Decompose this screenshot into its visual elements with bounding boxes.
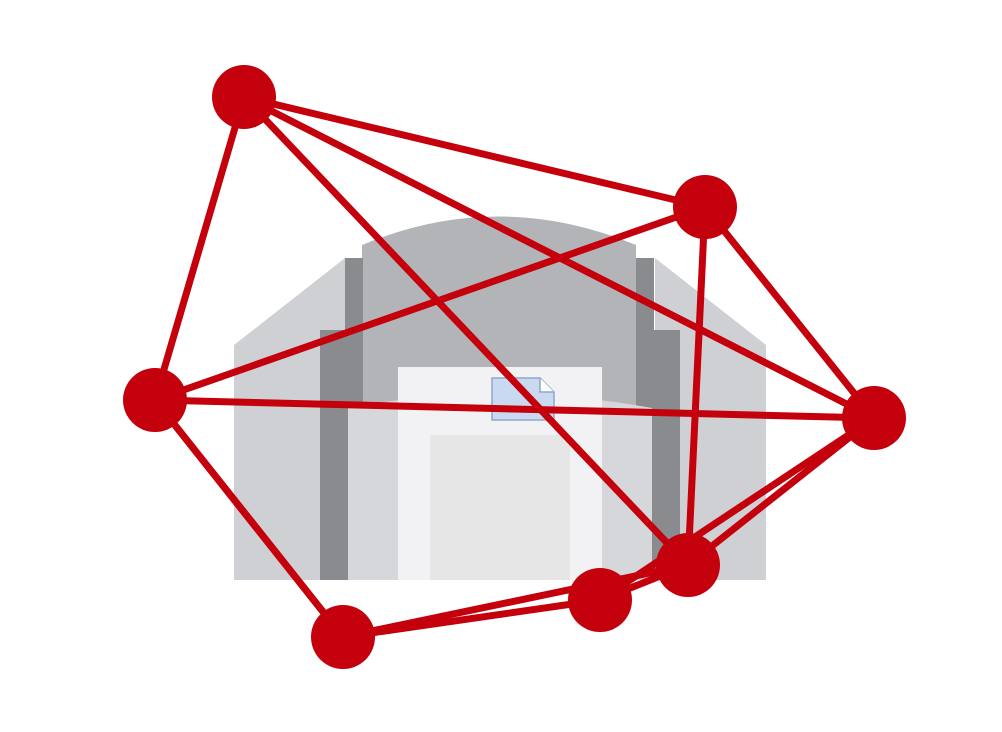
- network-node: [568, 568, 632, 632]
- network-edge: [240, 93, 692, 569]
- network-node: [123, 368, 187, 432]
- network-node: [673, 175, 737, 239]
- building-right-wing: [655, 258, 766, 580]
- network-edge: [151, 93, 248, 404]
- building-left-wing: [234, 258, 345, 580]
- building-inner-right-column: [636, 258, 654, 408]
- network-edge: [151, 396, 878, 422]
- network-edge: [151, 396, 347, 641]
- building-icon: [234, 216, 766, 580]
- network-edge: [339, 596, 604, 641]
- doorway: [430, 435, 570, 580]
- network-edge: [684, 203, 709, 569]
- network-edge: [240, 93, 709, 211]
- network-nodes: [123, 65, 906, 669]
- broken-image-fold: [539, 378, 554, 393]
- network-node: [311, 605, 375, 669]
- network-node: [212, 65, 276, 129]
- network-edge: [596, 414, 878, 604]
- network-edges: [151, 93, 878, 641]
- network-edge: [701, 203, 878, 422]
- network-edge: [339, 561, 692, 641]
- network-edge: [151, 203, 709, 404]
- network-node: [842, 386, 906, 450]
- network-node: [656, 533, 720, 597]
